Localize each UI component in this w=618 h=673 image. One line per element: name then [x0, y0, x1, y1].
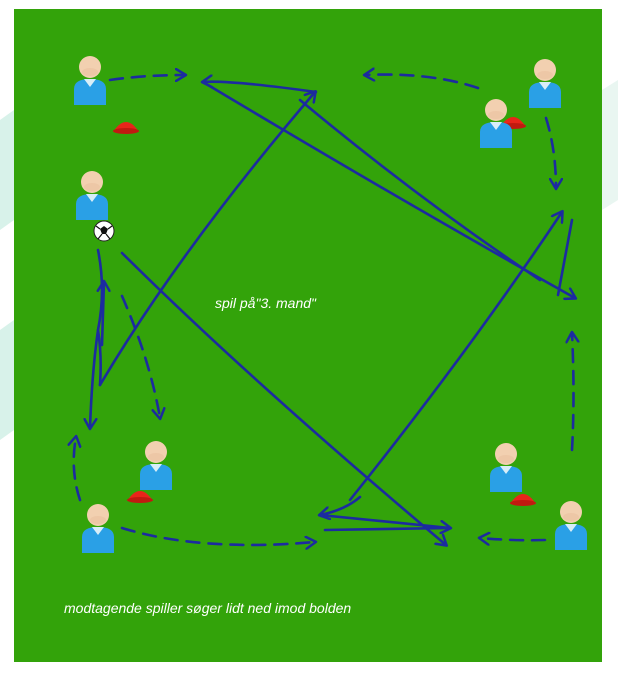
pass-line-4 [98, 92, 315, 387]
run-arrow-bottom-left [120, 526, 315, 545]
run-arrow-left-lower [74, 437, 80, 502]
player-icon [76, 171, 108, 220]
pass-line-10 [318, 513, 450, 528]
pass-line-2 [102, 282, 104, 347]
pass-line-8 [348, 212, 562, 502]
player-icon [74, 56, 106, 105]
pitch [14, 9, 602, 662]
pass-line-7 [556, 218, 574, 297]
pass-line-1 [96, 248, 104, 387]
player-icon [555, 501, 587, 550]
pass-line-11 [323, 526, 452, 532]
run-arrow-top-right [365, 75, 480, 90]
cone-icon [127, 491, 153, 503]
cone-icon [510, 494, 536, 506]
player-icon [529, 59, 561, 108]
run-arrow-left-inner [120, 294, 160, 418]
ball-icon [93, 220, 115, 242]
pass-line-12 [120, 251, 446, 545]
center-label: spil på"3. mand" [215, 295, 316, 311]
pass-line-9 [320, 495, 362, 515]
pass-line-13 [298, 98, 542, 282]
pass-line-5 [203, 82, 318, 94]
bottom-label: modtagende spiller søger lidt ned imod b… [64, 600, 352, 616]
cone-icon [113, 122, 139, 134]
run-arrow-right-upper [544, 116, 556, 188]
player-icon [140, 441, 172, 490]
run-arrow-bottom-right [480, 538, 547, 540]
player-icon [82, 504, 114, 553]
run-arrow-right-lower [572, 333, 574, 452]
player-icon [490, 443, 522, 492]
run-arrow-top-left [108, 75, 185, 80]
pass-line-3 [90, 328, 100, 428]
